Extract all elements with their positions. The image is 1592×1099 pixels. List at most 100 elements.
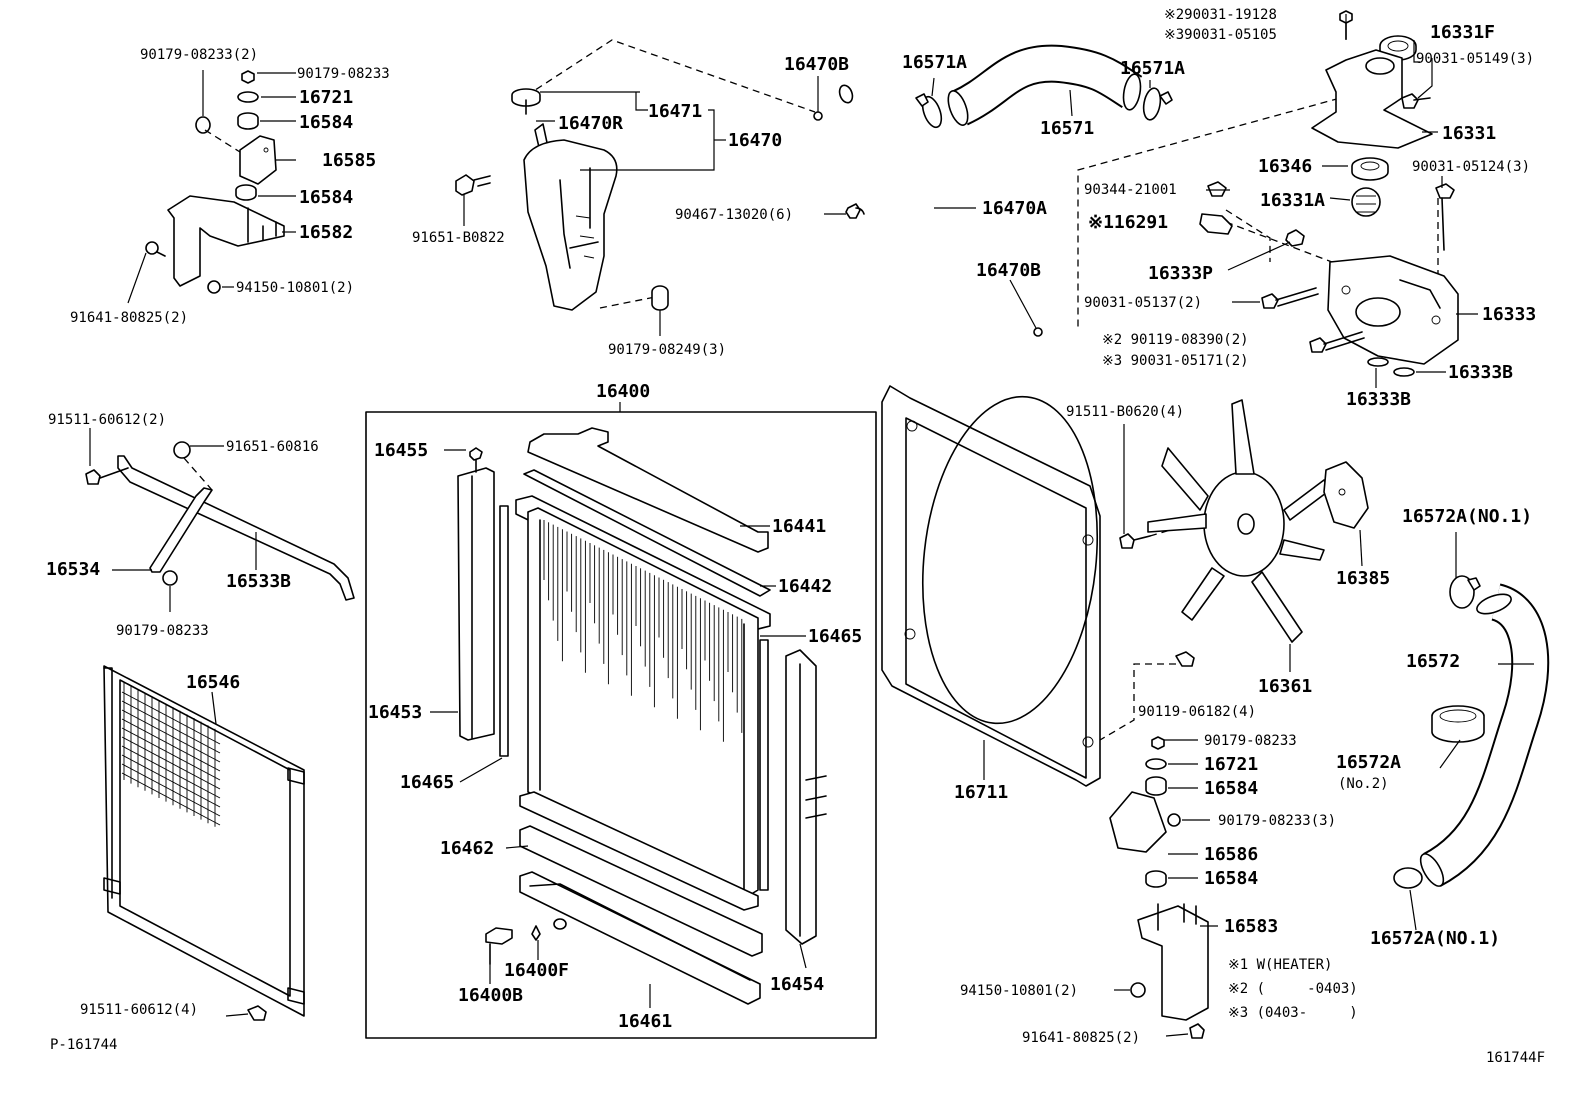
label-16572A-no1: 16572A(NO.1) [1370, 928, 1500, 949]
footnote-1: ※1 W(HEATER) [1228, 957, 1332, 973]
label-16465: 16465 [400, 772, 454, 793]
label-90031-05124-3: 90031-05124(3) [1412, 159, 1530, 175]
label-90031-05171-2: ※3 90031-05171(2) [1102, 353, 1249, 369]
label-16331: 16331 [1442, 123, 1496, 144]
label-16333: 16333 [1482, 304, 1536, 325]
label-16586: 16586 [1204, 844, 1258, 865]
label-16333P: 16333P [1148, 263, 1213, 284]
radiator-core [430, 427, 827, 1008]
label-91651-B0822: 91651-B0822 [412, 230, 505, 246]
label-16571A: 16571A [902, 52, 967, 73]
label-16400: 16400 [596, 381, 650, 402]
label-90179-08249-3: 90179-08249(3) [608, 342, 726, 358]
upper-radiator-hose [915, 44, 1173, 129]
label-16455: 16455 [374, 440, 428, 461]
label-90344-21001: 90344-21001 [1084, 182, 1177, 198]
label-90179-08233: 90179-08233 [116, 623, 209, 639]
label-16572A-no1: 16572A(NO.1) [1402, 506, 1532, 527]
condenser-grid-line [121, 745, 221, 799]
bracket-assembly-left [127, 70, 296, 304]
label-91511-B0620-4: 91511-B0620(4) [1066, 404, 1184, 420]
label-91511-60612-2: 91511-60612(2) [48, 412, 166, 428]
label-90179-08233: 90179-08233 [1204, 733, 1297, 749]
label-16721: 16721 [299, 87, 353, 108]
label-16546: 16546 [186, 672, 240, 693]
label-16470B: 16470B [784, 54, 849, 75]
label-16584: 16584 [1204, 778, 1258, 799]
diagram-id: 161744F [1486, 1050, 1545, 1066]
part-labels: 90179-08233(2) 90179-08233 16721 16584 1… [46, 7, 1545, 1066]
label-90119-08390-2: ※2 90119-08390(2) [1102, 332, 1249, 348]
label-390031-05105: ※390031-05105 [1164, 27, 1277, 43]
radiator-support-bar [85, 428, 355, 612]
label-16571A: 16571A [1120, 58, 1185, 79]
label-16470: 16470 [728, 130, 782, 151]
condenser-grid-line [121, 718, 221, 772]
label-16711: 16711 [954, 782, 1008, 803]
condenser-grid-line [121, 754, 221, 808]
label-16346: 16346 [1258, 156, 1312, 177]
label-16441: 16441 [772, 516, 826, 537]
label-16584: 16584 [1204, 868, 1258, 889]
label-16400B: 16400B [458, 985, 523, 1006]
label-90179-08233-2: 90179-08233(2) [140, 47, 258, 63]
label-16461: 16461 [618, 1011, 672, 1032]
label-16470B: 16470B [976, 260, 1041, 281]
label-16291: ※116291 [1088, 212, 1168, 233]
label-16470A: 16470A [982, 198, 1047, 219]
condenser-grid-line [121, 709, 221, 763]
label-no2: (No.2) [1338, 776, 1389, 792]
label-16454: 16454 [770, 974, 824, 995]
condenser-grille [103, 665, 305, 1021]
label-90119-06182-4: 90119-06182(4) [1138, 704, 1256, 720]
label-16333B: 16333B [1448, 362, 1513, 383]
condenser-grid-line [121, 763, 221, 817]
bracket-assembly-right [1099, 651, 1218, 1039]
label-16583: 16583 [1224, 916, 1278, 937]
label-94150-10801-2: 94150-10801(2) [960, 983, 1078, 999]
condenser-grid-line [121, 736, 221, 790]
label-16442: 16442 [778, 576, 832, 597]
label-16533B: 16533B [226, 571, 291, 592]
label-290031-19128: ※290031-19128 [1164, 7, 1277, 23]
label-16471: 16471 [648, 101, 702, 122]
condenser-grid-line [121, 727, 221, 781]
label-p-161744: P-161744 [50, 1037, 117, 1053]
label-16385: 16385 [1336, 568, 1390, 589]
condenser-grid-line [121, 691, 221, 745]
footnote-2: ※2 ( -0403) [1228, 981, 1358, 997]
footnote-3: ※3 (0403- ) [1228, 1005, 1358, 1021]
label-16361: 16361 [1258, 676, 1312, 697]
label-16572: 16572 [1406, 651, 1460, 672]
label-91641-80825-2: 91641-80825(2) [70, 310, 188, 326]
label-16571: 16571 [1040, 118, 1094, 139]
label-16572A: 16572A [1336, 752, 1401, 773]
condenser-grid-line [121, 700, 221, 754]
condenser-grid-line [121, 772, 221, 826]
label-16453: 16453 [368, 702, 422, 723]
label-90031-05137-2: 90031-05137(2) [1084, 295, 1202, 311]
label-91511-60612-4: 91511-60612(4) [80, 1002, 198, 1018]
label-91651-60816: 91651-60816 [226, 439, 319, 455]
cooling-fan [1119, 399, 1369, 672]
label-16534: 16534 [46, 559, 100, 580]
label-16331F: 16331F [1430, 22, 1495, 43]
label-90467-13020-6: 90467-13020(6) [675, 207, 793, 223]
label-16331A: 16331A [1260, 190, 1325, 211]
overflow-hose [778, 76, 1043, 390]
label-16400F: 16400F [504, 960, 569, 981]
label-16462: 16462 [440, 838, 494, 859]
radiator-assembly-box [365, 402, 877, 1039]
label-16584: 16584 [299, 187, 353, 208]
label-90179-08233: 90179-08233 [297, 66, 390, 82]
fan-shroud [881, 385, 1101, 787]
label-90179-08233-3: 90179-08233(3) [1218, 813, 1336, 829]
label-91641-80825-2: 91641-80825(2) [1022, 1030, 1140, 1046]
reservoir-tank [455, 39, 865, 336]
label-90031-05149-3: 90031-05149(3) [1416, 51, 1534, 67]
label-16333B: 16333B [1346, 389, 1411, 410]
label-16721: 16721 [1204, 754, 1258, 775]
label-16585: 16585 [322, 150, 376, 171]
